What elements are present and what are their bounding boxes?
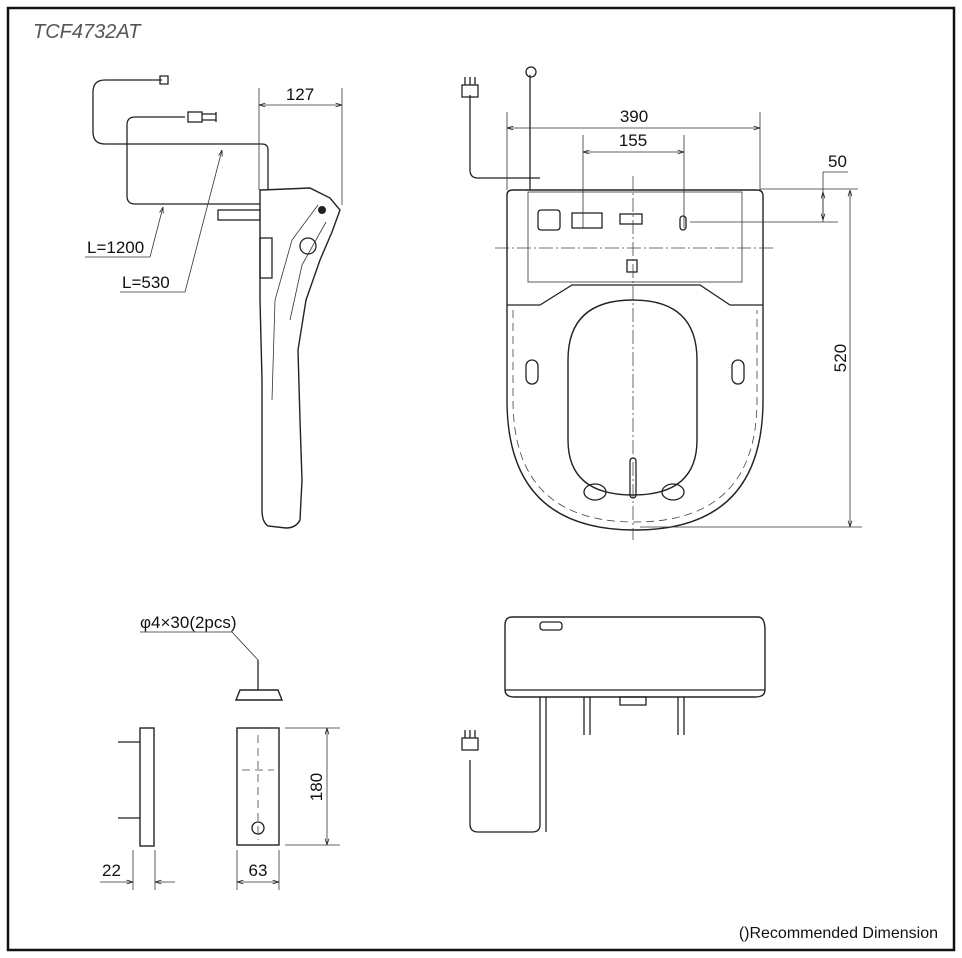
bracket-side — [139, 727, 155, 847]
seat-rear-body — [504, 616, 766, 698]
depth-dimension: 127 — [286, 85, 314, 104]
cable-length-530: L=530 — [122, 273, 170, 292]
cable-length-1200: L=1200 — [87, 238, 144, 257]
mounting-bracket: φ4×30(2pcs) 22 63 180 — [100, 613, 340, 890]
bracket-height-dimension: 180 — [307, 773, 326, 801]
rear-view — [461, 616, 766, 833]
water-hose-long — [92, 79, 269, 200]
screw-label: φ4×30(2pcs) — [140, 613, 237, 632]
plug-icon — [187, 111, 203, 123]
side-view: 127 L=1200 L=530 — [85, 75, 343, 529]
bracket-front — [236, 727, 280, 846]
recommended-dimension-note: ()Recommended Dimension — [739, 925, 938, 942]
power-cord — [469, 697, 541, 833]
width-dimension: 390 — [620, 107, 648, 126]
bracket-width-dimension: 63 — [249, 861, 268, 880]
screw-icon — [234, 689, 284, 701]
length-dimension: 520 — [831, 344, 850, 372]
power-cord — [469, 95, 540, 179]
model-title: TCF4732AT — [33, 21, 142, 43]
bolt-offset-dimension: 50 — [828, 152, 847, 171]
lid-opening — [567, 299, 698, 496]
seat-side-profile — [259, 187, 341, 529]
power-cord-short — [126, 116, 262, 205]
bracket-thickness-dimension: 22 — [102, 861, 121, 880]
plug-icon — [461, 737, 479, 751]
drawing-frame — [6, 6, 956, 952]
top-view: 390 155 50 520 — [461, 66, 862, 540]
bolt-spacing-dimension: 155 — [619, 131, 647, 150]
